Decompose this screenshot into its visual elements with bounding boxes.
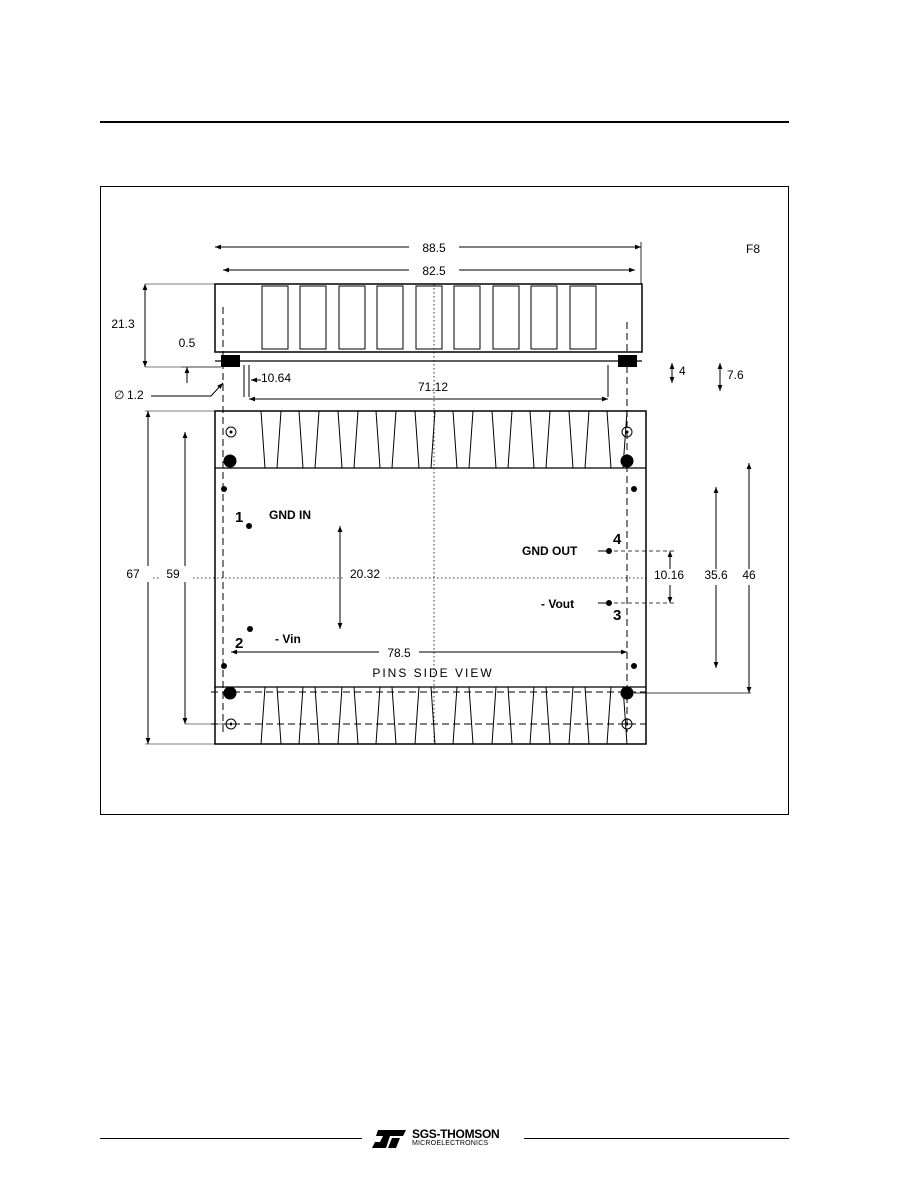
pins-view-body — [214, 410, 647, 745]
logo-sub-text: MICROELECTRONICS — [412, 1140, 489, 1147]
pin-vout-label: - Vout — [541, 597, 574, 611]
dim-mount-width: 46 — [742, 568, 756, 582]
pin-gnd-out-label: GND OUT — [522, 544, 578, 558]
pin-2-number: 2 — [235, 635, 243, 652]
dim-inner-width: 59 — [166, 567, 180, 581]
dim-mount-span: 35.6 — [704, 568, 728, 582]
mounting-hole-center — [229, 430, 629, 726]
dim-text-bg — [105, 315, 141, 331]
dim-heatsink-length: 82.5 — [422, 264, 446, 278]
dim-pin-spacing-out: 10.16 — [654, 568, 684, 582]
logo-brand-text: SGS-THOMSON — [412, 1127, 500, 1141]
st-logo-icon — [372, 1130, 406, 1148]
fins-top — [260, 410, 628, 469]
leader-pin-diameter — [151, 382, 224, 397]
dim-standoff: 4 — [679, 364, 686, 378]
pin-gnd-in-label: GND IN — [269, 508, 311, 522]
plate-dot — [221, 486, 637, 669]
dim-overall-length: 88.5 — [422, 241, 446, 255]
figure-tag: F8 — [746, 242, 760, 256]
dim-height: 21.3 — [111, 317, 135, 331]
dim-pin-pitch-small: 10.64 — [261, 371, 291, 385]
footer-rule-right — [524, 1138, 789, 1139]
pin-3-number: 3 — [613, 607, 621, 624]
side-view-body — [214, 283, 643, 353]
pin-block-left — [221, 355, 240, 367]
dim-text-bg — [344, 566, 386, 582]
dim-pin-span: 71.12 — [418, 380, 448, 394]
view-caption: PINS SIDE VIEW — [372, 666, 493, 680]
pin-4-number: 4 — [613, 531, 622, 548]
pin-1-dot — [246, 523, 252, 529]
dim-overall-width: 67 — [126, 567, 140, 581]
dim-pin-thickness: 0.5 — [179, 336, 196, 350]
dim-pin-diameter-symbol: ∅ — [114, 388, 124, 402]
mounting-stud — [223, 454, 634, 700]
dim-text-bg — [650, 569, 688, 585]
dim-text-bg — [409, 262, 459, 278]
header-rule — [100, 121, 789, 123]
dim-text-bg — [379, 644, 419, 660]
dim-pin-spacing-in: 20.32 — [350, 567, 380, 581]
dim-text-bg — [161, 566, 191, 582]
dim-text-bg — [409, 239, 459, 255]
mounting-hole — [225, 426, 633, 730]
mechanical-drawing-frame: F8 88.5 82.5 21.3 0.5 ∅ 1.2 10.64 7 — [100, 186, 789, 815]
footer-rule-left — [100, 1138, 362, 1139]
fins-bottom — [260, 686, 628, 745]
pin-2-dot — [247, 626, 253, 632]
centerlines — [211, 307, 646, 732]
dim-hole-span: 78.5 — [387, 646, 411, 660]
dim-pin-diameter: 1.2 — [127, 388, 144, 402]
pin-vin-label: - Vin — [275, 632, 301, 646]
side-view-fins — [261, 285, 597, 350]
mechanical-drawing: F8 88.5 82.5 21.3 0.5 ∅ 1.2 10.64 7 — [105, 239, 763, 745]
dim-text-bg — [123, 566, 153, 582]
dim-text-bg — [697, 569, 735, 585]
pin-1-number: 1 — [235, 509, 243, 526]
dim-text-bg — [735, 569, 763, 585]
dim-text-bg — [407, 378, 459, 394]
dim-standoff-total: 7.6 — [727, 368, 744, 382]
